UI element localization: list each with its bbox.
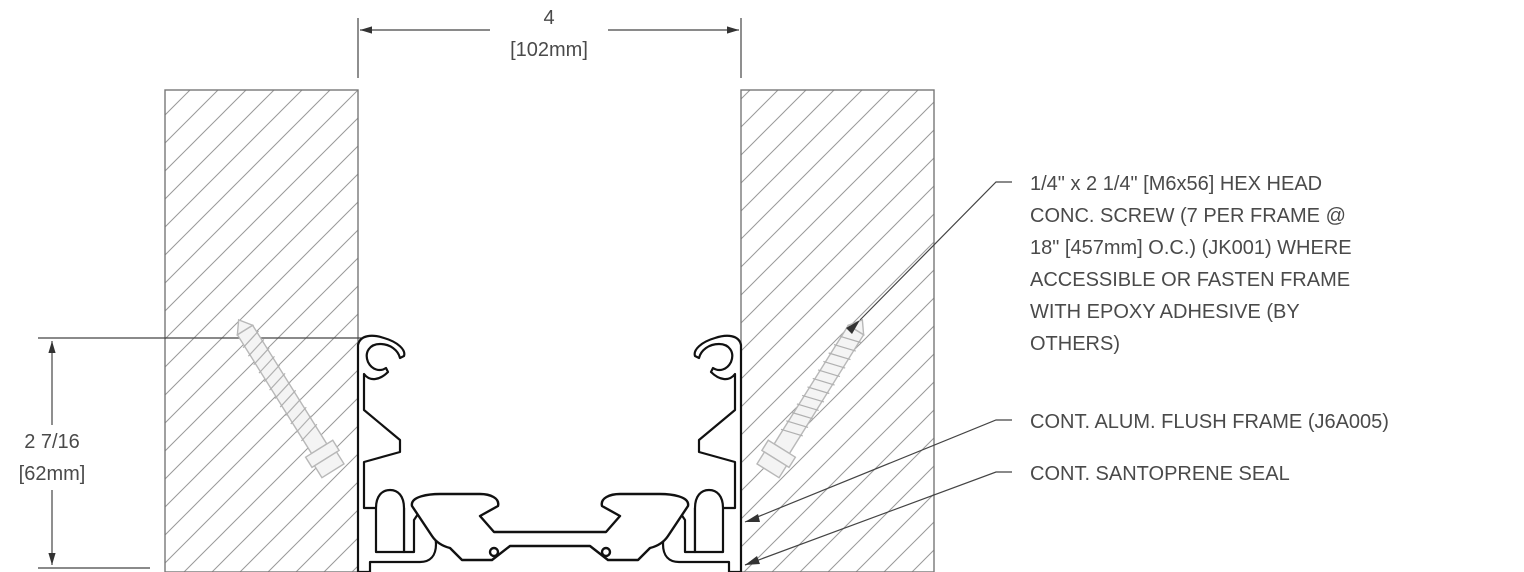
seal-callout: CONT. SANTOPRENE SEAL [1030, 463, 1290, 485]
left-screw [236, 318, 345, 479]
width-dimension-metric: [102mm] [510, 39, 588, 61]
frame-callout: CONT. ALUM. FLUSH FRAME (J6A005) [1030, 411, 1389, 433]
screw-note-line-4: ACCESSIBLE OR FASTEN FRAME [1030, 269, 1350, 291]
left-aluminum-frame [356, 334, 438, 572]
width-dimension: 4 [102mm] [357, 7, 742, 78]
depth-dimension-metric: [62mm] [19, 463, 86, 485]
screw-note-line-3: 18" [457mm] O.C.) (JK001) WHERE [1030, 237, 1352, 259]
screw-note-line-6: OTHERS) [1030, 333, 1120, 355]
left-wall [164, 89, 359, 572]
santoprene-seal [410, 492, 690, 562]
leader-lines [744, 181, 1012, 566]
screw-note-line-2: CONC. SCREW (7 PER FRAME @ [1030, 205, 1346, 227]
screw-callout: 1/4" x 2 1/4" [M6x56] HEX HEAD CONC. SCR… [1030, 173, 1352, 355]
right-wall [740, 89, 935, 572]
screw-note-line-1: 1/4" x 2 1/4" [M6x56] HEX HEAD [1030, 173, 1322, 195]
right-screw [756, 318, 865, 479]
depth-dimension: 2 7/16 [62mm] [19, 337, 362, 569]
width-dimension-imperial: 4 [543, 7, 554, 29]
screw-note-line-5: WITH EPOXY ADHESIVE (BY [1030, 301, 1300, 323]
right-aluminum-frame [661, 334, 743, 572]
depth-dimension-imperial: 2 7/16 [24, 431, 80, 453]
